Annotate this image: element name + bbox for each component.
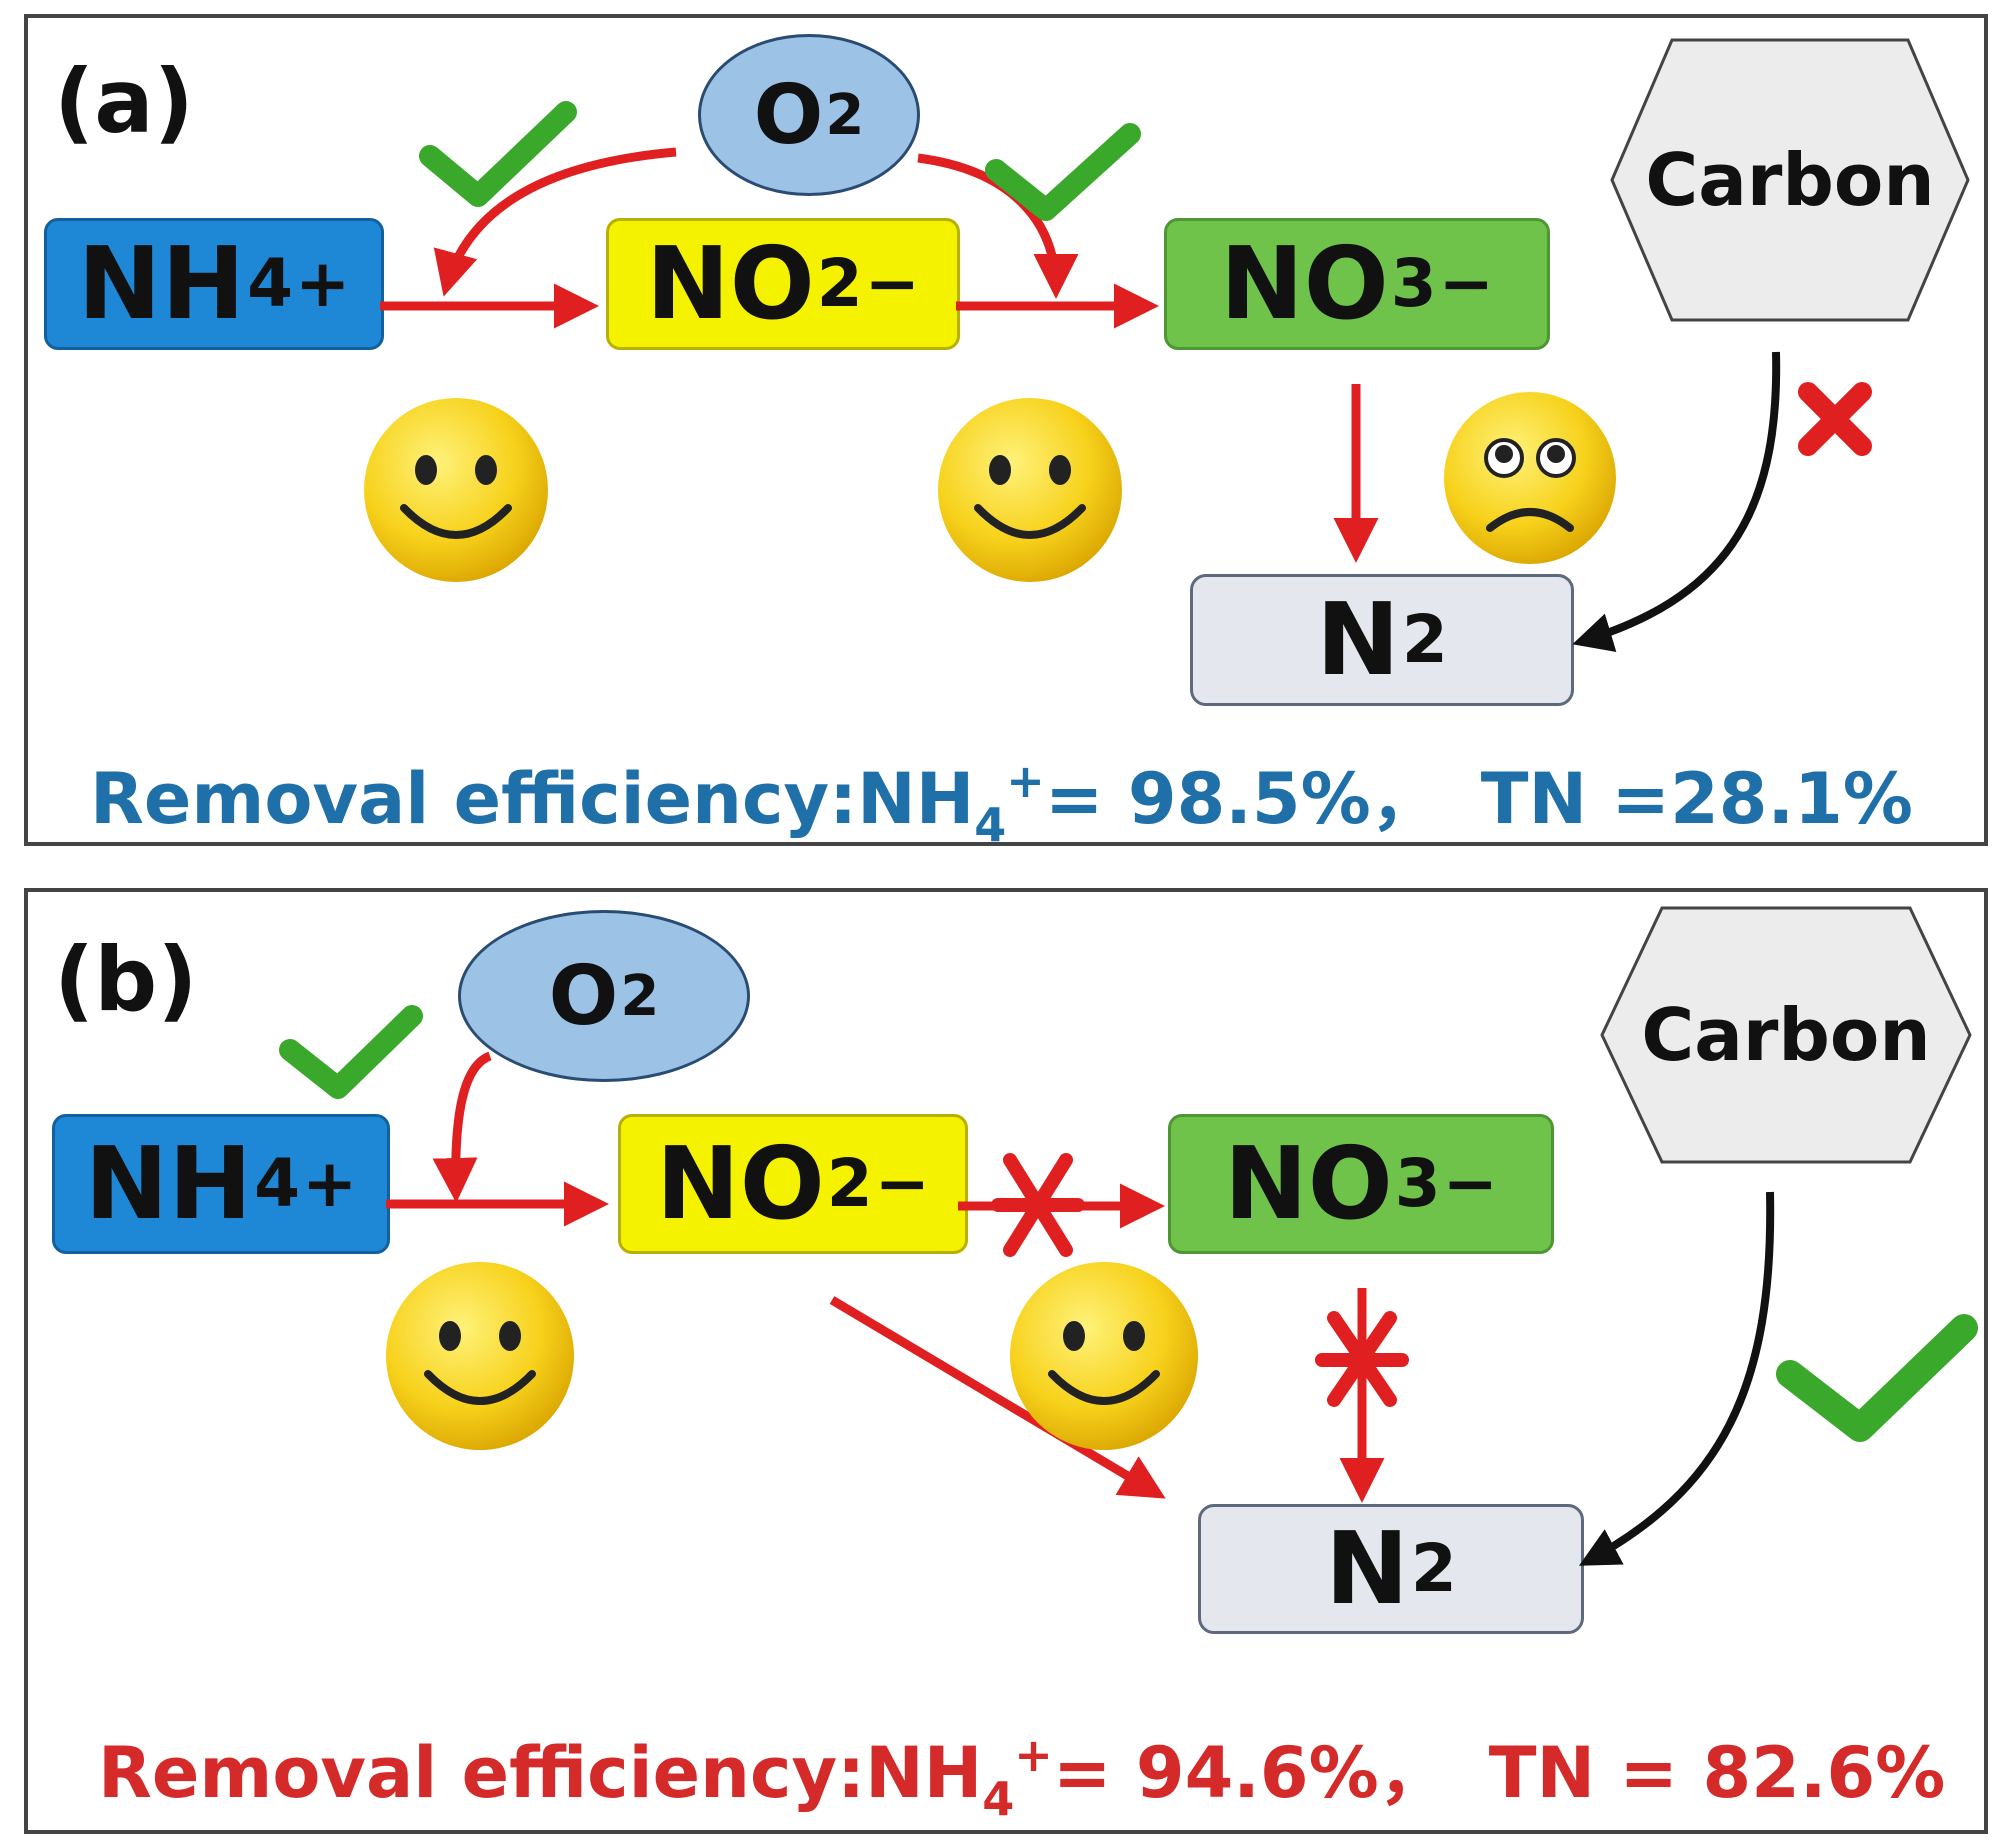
n2-sub: 2 — [1401, 601, 1448, 678]
no3-base: NO — [1220, 225, 1389, 342]
smiley-happy-icon — [386, 1262, 574, 1450]
no2-sub: 2 — [826, 1145, 873, 1222]
smiley-happy-icon — [938, 398, 1122, 582]
arrow-carbon-to-n2 — [1572, 351, 1781, 652]
no2-sub: 2 — [816, 245, 863, 322]
check-icon — [985, 123, 1141, 221]
hexagon-shape — [1610, 38, 1970, 322]
smiley-happy-icon — [364, 398, 548, 582]
o2-base: O — [548, 948, 619, 1044]
no2-sup: − — [874, 1145, 930, 1222]
panel-label: (b) — [54, 928, 198, 1031]
efficiency-nh-sup: + — [1006, 754, 1045, 808]
o2-sub: 2 — [825, 82, 865, 148]
o2-sub: 2 — [620, 963, 660, 1029]
removal-efficiency-a: Removal efficiency:NH4+= 98.5%，TN =28.1% — [90, 758, 1913, 848]
arrow-carbon-to-n2 — [1578, 1191, 1775, 1566]
carbon-label: Carbon — [1645, 138, 1935, 222]
no2-base: NO — [646, 225, 815, 342]
nh4-base: NH — [84, 1125, 253, 1242]
cross-icon — [1798, 382, 1872, 456]
arrow-o2-to-step2 — [917, 153, 1079, 299]
arrow-no2-to-n2 — [829, 1296, 1166, 1499]
n2-sub: 2 — [1410, 1530, 1457, 1607]
no3-sup: − — [1442, 1145, 1498, 1222]
no3-base: NO — [1224, 1125, 1393, 1242]
no3-sub: 3 — [1394, 1145, 1441, 1222]
n2-base: N — [1325, 1510, 1409, 1627]
efficiency-tn: TN = 82.6% — [1488, 1732, 1946, 1814]
removal-efficiency-b: Removal efficiency:NH4+= 94.6%，TN = 82.6… — [98, 1732, 1945, 1822]
cross-icon — [1315, 1311, 1409, 1407]
no3-sub: 3 — [1390, 245, 1437, 322]
check-icon — [1776, 1314, 1978, 1442]
cross-icon — [991, 1153, 1085, 1257]
arrow-o2-to-step1 — [432, 1051, 492, 1203]
efficiency-nh-base: NH — [857, 758, 975, 840]
carbon-label: Carbon — [1641, 993, 1931, 1077]
efficiency-nh-sub: 4 — [982, 1772, 1015, 1826]
nh4-base: NH — [77, 225, 246, 342]
arrow-o2-to-step1 — [433, 147, 677, 297]
nh4-sub: 4 — [254, 1145, 300, 1222]
nh4-sub: 4 — [247, 245, 293, 322]
panel-label: (a) — [54, 50, 194, 153]
efficiency-nh-sup: + — [1014, 1728, 1053, 1782]
no3-sup: − — [1438, 245, 1494, 322]
smiley-happy-icon — [1010, 1262, 1198, 1450]
carbon-hexagon: Carbon — [1610, 38, 1970, 322]
o2-base: O — [753, 67, 824, 163]
efficiency-nh-base: NH — [865, 1732, 983, 1814]
carbon-hexagon: Carbon — [1600, 906, 1972, 1164]
hexagon-shape — [1600, 906, 1972, 1164]
n2-base: N — [1316, 581, 1400, 698]
efficiency-tn: TN =28.1% — [1480, 758, 1913, 840]
nh4-sup: + — [302, 1145, 358, 1222]
no2-sup: − — [864, 245, 920, 322]
check-icon — [279, 1005, 423, 1099]
efficiency-nh-value: = 98.5%， — [1044, 758, 1441, 840]
efficiency-nh-value: = 94.6%， — [1052, 1732, 1449, 1814]
efficiency-nh-sub: 4 — [974, 798, 1007, 852]
no2-base: NO — [656, 1125, 825, 1242]
efficiency-prefix: Removal efficiency: — [90, 758, 858, 840]
check-icon — [419, 101, 577, 207]
nh4-sup: + — [295, 245, 351, 322]
efficiency-prefix: Removal efficiency: — [98, 1732, 866, 1814]
smiley-sad-icon — [1444, 392, 1616, 564]
